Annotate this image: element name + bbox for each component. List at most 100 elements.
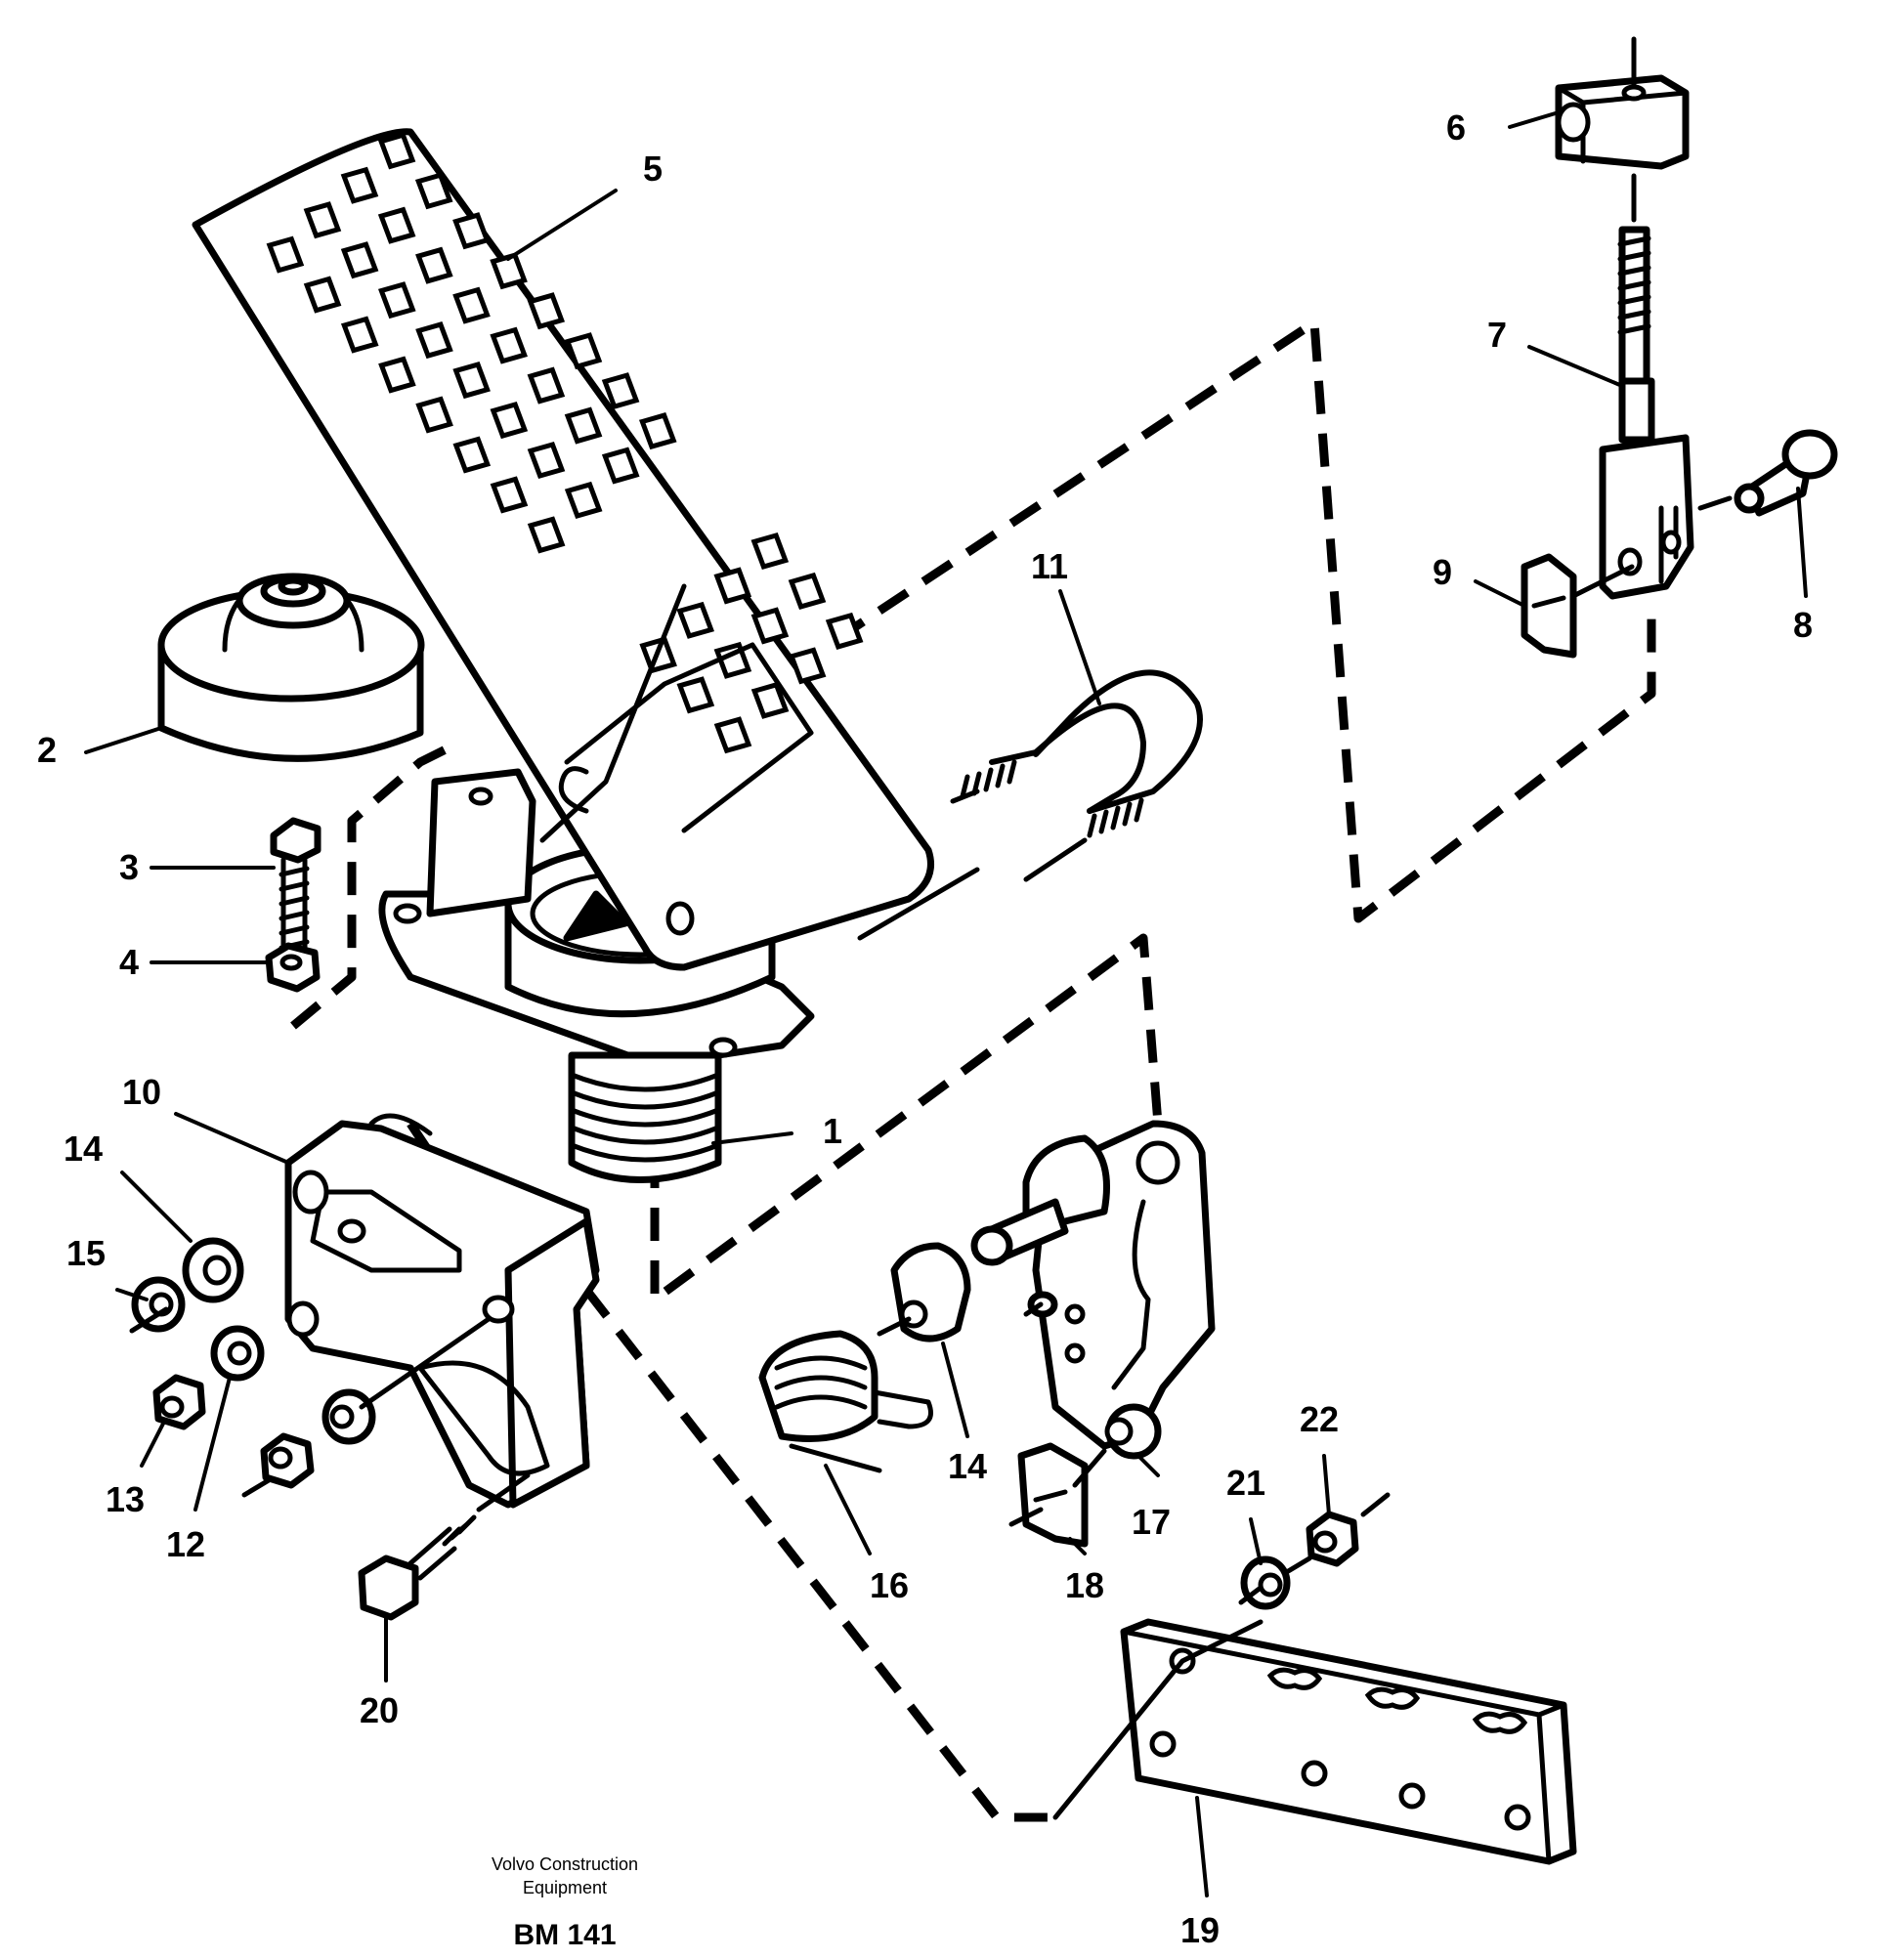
callout-14-left: 14 xyxy=(64,1129,103,1169)
clip-part-9 xyxy=(1521,553,1635,659)
tread-diamond xyxy=(527,441,566,480)
callout-14-right: 14 xyxy=(948,1446,987,1486)
tread-diamond xyxy=(377,206,416,244)
bolt-part-20 xyxy=(358,1472,531,1621)
callout-4: 4 xyxy=(119,942,139,982)
tread-diamond xyxy=(564,406,603,445)
return-spring-part-11 xyxy=(857,669,1203,941)
tread-diamond xyxy=(415,321,453,360)
callout-17: 17 xyxy=(1132,1502,1171,1542)
tread-diamond xyxy=(378,281,416,320)
callout-12: 12 xyxy=(166,1524,205,1564)
callout-18: 18 xyxy=(1065,1565,1104,1605)
callout-1: 1 xyxy=(823,1111,842,1151)
clevis-part xyxy=(1599,434,1694,600)
tread-diamond xyxy=(303,276,342,314)
guide-line-bracket-to-plate xyxy=(582,1287,1065,1822)
rubber-stop-part xyxy=(157,573,425,762)
clip-part-18 xyxy=(1008,1442,1107,1548)
threaded-rod-part-7 xyxy=(1617,173,1655,444)
tread-diamond xyxy=(340,316,379,354)
tread-diamond xyxy=(676,601,715,639)
tread-diamond xyxy=(601,372,640,410)
callout-13: 13 xyxy=(106,1479,145,1519)
guide-line-bracket-to-lever xyxy=(650,933,1163,1304)
leader-lines xyxy=(84,110,1808,1897)
footer-drawing-code: BM 141 xyxy=(513,1919,616,1951)
tread-diamond xyxy=(415,396,453,434)
callout-9: 9 xyxy=(1433,552,1452,592)
tread-diamond xyxy=(340,241,379,279)
washer-part-21 xyxy=(1240,1555,1291,1610)
spring-coil-left xyxy=(960,759,1017,799)
tread-diamond xyxy=(415,246,453,284)
tread-diamond xyxy=(527,366,566,405)
tread-diamond xyxy=(601,447,640,485)
tread-diamond xyxy=(713,716,752,754)
callout-8: 8 xyxy=(1793,605,1813,645)
callout-5: 5 xyxy=(643,149,663,189)
torsion-spring-part-16 xyxy=(758,1330,933,1473)
lock-washer-part-15 xyxy=(129,1276,186,1334)
tread-diamond xyxy=(266,235,305,274)
footer-company-line2: Equipment xyxy=(523,1878,607,1897)
callout-3: 3 xyxy=(119,847,139,887)
tread-diamond xyxy=(750,532,790,571)
callout-15: 15 xyxy=(66,1233,106,1273)
nut-part-13 xyxy=(152,1374,206,1430)
tread-diamond xyxy=(564,332,603,370)
tread-diamond xyxy=(377,132,416,170)
clevis-pin-part-8 xyxy=(1697,429,1838,517)
tread-diamond xyxy=(452,212,491,250)
tread-diamond xyxy=(527,292,566,330)
callout-labels: 1 2 3 4 5 6 7 8 9 10 11 12 13 14 14 15 1… xyxy=(37,107,1813,1950)
tread-diamond xyxy=(378,356,416,394)
callout-20: 20 xyxy=(360,1690,399,1730)
tread-diamond xyxy=(340,166,379,204)
callout-16: 16 xyxy=(870,1565,909,1605)
tread-diamond xyxy=(414,172,453,210)
tread-diamond xyxy=(788,572,827,610)
washer-part-17 xyxy=(1104,1403,1162,1460)
tread-diamond xyxy=(676,676,715,714)
mounting-plate-part-19 xyxy=(1052,1618,1577,1865)
tread-diamond xyxy=(490,401,529,440)
pedal-pad-part xyxy=(192,128,934,971)
tread-diamond xyxy=(452,362,491,400)
tread-diamond xyxy=(452,286,491,324)
bushing-part-14-right xyxy=(877,1242,971,1342)
callout-2: 2 xyxy=(37,730,57,770)
tread-diamond xyxy=(564,481,603,520)
tread-diamond xyxy=(825,612,864,650)
tread-diamond xyxy=(713,567,752,605)
guide-line-stop-to-nut xyxy=(290,738,462,1030)
callout-6: 6 xyxy=(1446,107,1466,148)
callout-11: 11 xyxy=(1031,546,1068,586)
tread-diamond xyxy=(490,476,529,514)
tread-diamond xyxy=(303,201,342,239)
tread-diamond xyxy=(527,516,566,554)
callout-21: 21 xyxy=(1226,1463,1265,1503)
washer-part-14-left xyxy=(182,1237,244,1303)
tread-diamond xyxy=(638,412,677,450)
tread-diamond xyxy=(490,326,528,364)
screw-part-3 xyxy=(270,817,321,956)
bracket-part-10 xyxy=(284,1113,600,1509)
footer-company-line1: Volvo Construction xyxy=(492,1854,638,1874)
nut-part-22 xyxy=(1238,1492,1391,1605)
washer-and-nut-center xyxy=(241,1316,492,1498)
tread-diamond xyxy=(452,436,492,474)
callout-19: 19 xyxy=(1180,1910,1220,1950)
lever-part xyxy=(970,1120,1216,1450)
callout-22: 22 xyxy=(1300,1399,1339,1439)
tread-diamond xyxy=(750,681,790,719)
washer-part-12 xyxy=(210,1325,265,1382)
footer-block: Volvo Construction Equipment BM 141 xyxy=(492,1854,638,1951)
callout-7: 7 xyxy=(1487,315,1507,355)
tread-diamond xyxy=(750,607,790,645)
callout-10: 10 xyxy=(122,1072,161,1112)
nut-part-4 xyxy=(265,942,321,993)
rod-end-block-part-6 xyxy=(1555,36,1690,170)
